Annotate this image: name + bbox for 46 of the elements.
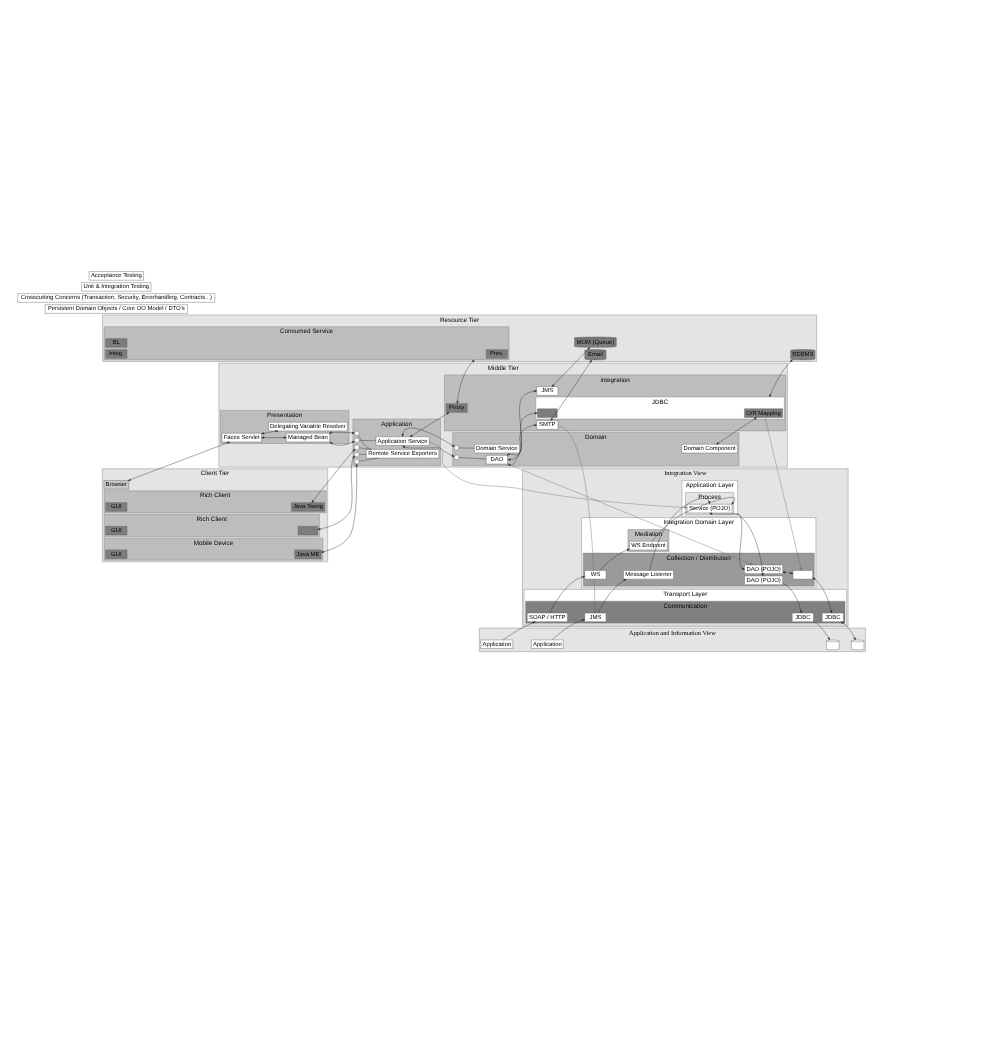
arrow (402, 444, 455, 456)
arrow (456, 358, 475, 403)
arrow (507, 423, 537, 466)
arrow (329, 440, 355, 445)
arrow (599, 547, 630, 570)
arrow (551, 346, 591, 386)
arrow (261, 429, 279, 434)
arrow (321, 462, 358, 552)
arrow (261, 435, 287, 438)
arrow (782, 582, 802, 613)
node-circle (354, 429, 360, 435)
node-box (297, 525, 318, 535)
arrow (769, 358, 793, 397)
arrow (550, 358, 592, 420)
arrow (317, 454, 355, 529)
arrow (409, 411, 450, 436)
arrow (813, 620, 830, 640)
arrow (782, 570, 794, 574)
arrow (716, 416, 757, 444)
arrow (128, 440, 231, 480)
arrow (812, 576, 833, 613)
connector (458, 456, 487, 459)
arrow (329, 430, 355, 433)
node-box (537, 407, 558, 417)
arrow (401, 426, 455, 446)
arrow (507, 462, 753, 565)
arrow (506, 411, 538, 455)
arrow (840, 620, 856, 640)
connector (359, 446, 372, 449)
arrow (709, 511, 745, 569)
arrow (649, 496, 711, 570)
arrow (549, 575, 585, 613)
arrow (764, 416, 802, 570)
arrow (557, 424, 596, 613)
arrow (597, 577, 627, 613)
arrow (311, 447, 356, 502)
arrow (552, 618, 585, 639)
node-circle (354, 436, 360, 442)
arrow (507, 389, 537, 460)
arrow (732, 511, 764, 576)
arrow (502, 620, 536, 640)
node-circle (454, 444, 460, 450)
connector (359, 439, 377, 440)
node-circle (454, 453, 460, 459)
connector (359, 456, 378, 461)
connector (358, 433, 372, 449)
